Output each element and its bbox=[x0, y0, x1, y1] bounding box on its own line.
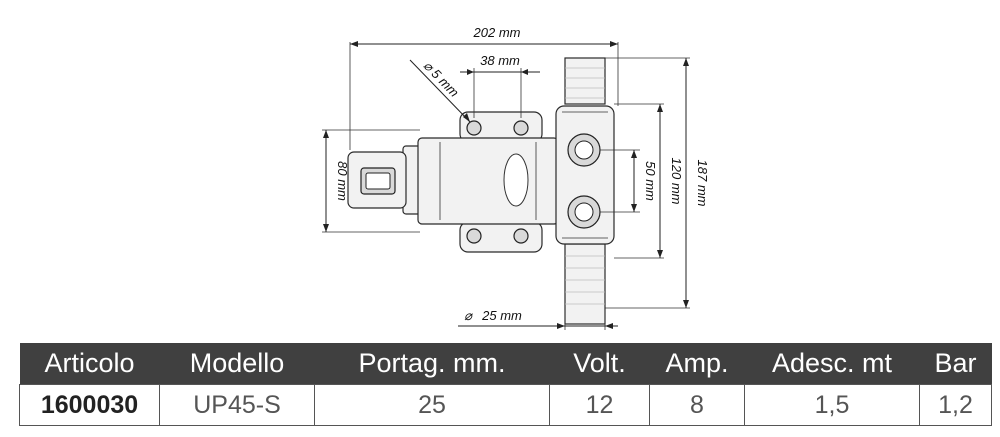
cell-articolo: 1600030 bbox=[19, 384, 160, 426]
cell-volt: 12 bbox=[549, 384, 650, 426]
label-hole-diameter: ⌀ 5 mm bbox=[421, 58, 462, 100]
label-head-height: 120 mm bbox=[669, 158, 684, 205]
header-bar: Bar bbox=[919, 343, 992, 385]
label-overall-length: 202 mm bbox=[473, 25, 521, 40]
cell-modello: UP45-S bbox=[159, 384, 315, 426]
dimension-hole-diameter: ⌀ 5 mm bbox=[409, 58, 471, 123]
label-port-spacing: 50 mm bbox=[643, 161, 658, 201]
header-modello: Modello bbox=[159, 343, 315, 385]
spec-table: Articolo Modello Portag. mm. Volt. Amp. … bbox=[19, 343, 992, 426]
switch-housing bbox=[347, 145, 422, 215]
dimension-overall-length: 202 mm bbox=[349, 25, 619, 150]
table-row: 1600030 UP45-S 25 12 8 1,5 1,2 bbox=[19, 384, 992, 426]
label-hole-spacing: 38 mm bbox=[480, 53, 520, 68]
dimension-hose-diameter: ⌀ 25 mm bbox=[458, 308, 618, 330]
motor-body bbox=[417, 137, 559, 225]
label-hose-diameter: 25 mm bbox=[481, 308, 522, 323]
mounting-foot-bottom bbox=[459, 221, 543, 253]
pump-technical-drawing: 202 mm 38 mm ⌀ 5 mm 80 mm 50 mm bbox=[322, 25, 710, 330]
dimension-hole-spacing: 38 mm bbox=[460, 53, 540, 118]
dimension-head-height: 120 mm bbox=[614, 103, 684, 259]
hose-connector-bottom bbox=[564, 243, 606, 325]
cell-portag: 25 bbox=[314, 384, 550, 426]
dimension-body-height: 80 mm bbox=[322, 129, 420, 233]
label-body-height: 80 mm bbox=[335, 161, 350, 201]
header-amp: Amp. bbox=[649, 343, 745, 385]
cell-amp: 8 bbox=[649, 384, 745, 426]
spec-table-header: Articolo Modello Portag. mm. Volt. Amp. … bbox=[19, 343, 992, 385]
header-volt: Volt. bbox=[549, 343, 650, 385]
header-portag: Portag. mm. bbox=[314, 343, 550, 385]
dimension-overall-height: 187 mm bbox=[605, 57, 710, 309]
cell-bar: 1,2 bbox=[919, 384, 992, 426]
label-overall-height: 187 mm bbox=[695, 160, 710, 207]
mounting-foot-top bbox=[459, 111, 543, 143]
pump-head bbox=[555, 105, 615, 245]
cell-adesc: 1,5 bbox=[744, 384, 920, 426]
header-articolo: Articolo bbox=[19, 343, 160, 385]
dimension-port-spacing: 50 mm bbox=[600, 149, 658, 213]
header-adesc: Adesc. mt bbox=[744, 343, 920, 385]
diameter-symbol: ⌀ bbox=[464, 308, 473, 323]
hose-connector-top bbox=[564, 57, 606, 105]
